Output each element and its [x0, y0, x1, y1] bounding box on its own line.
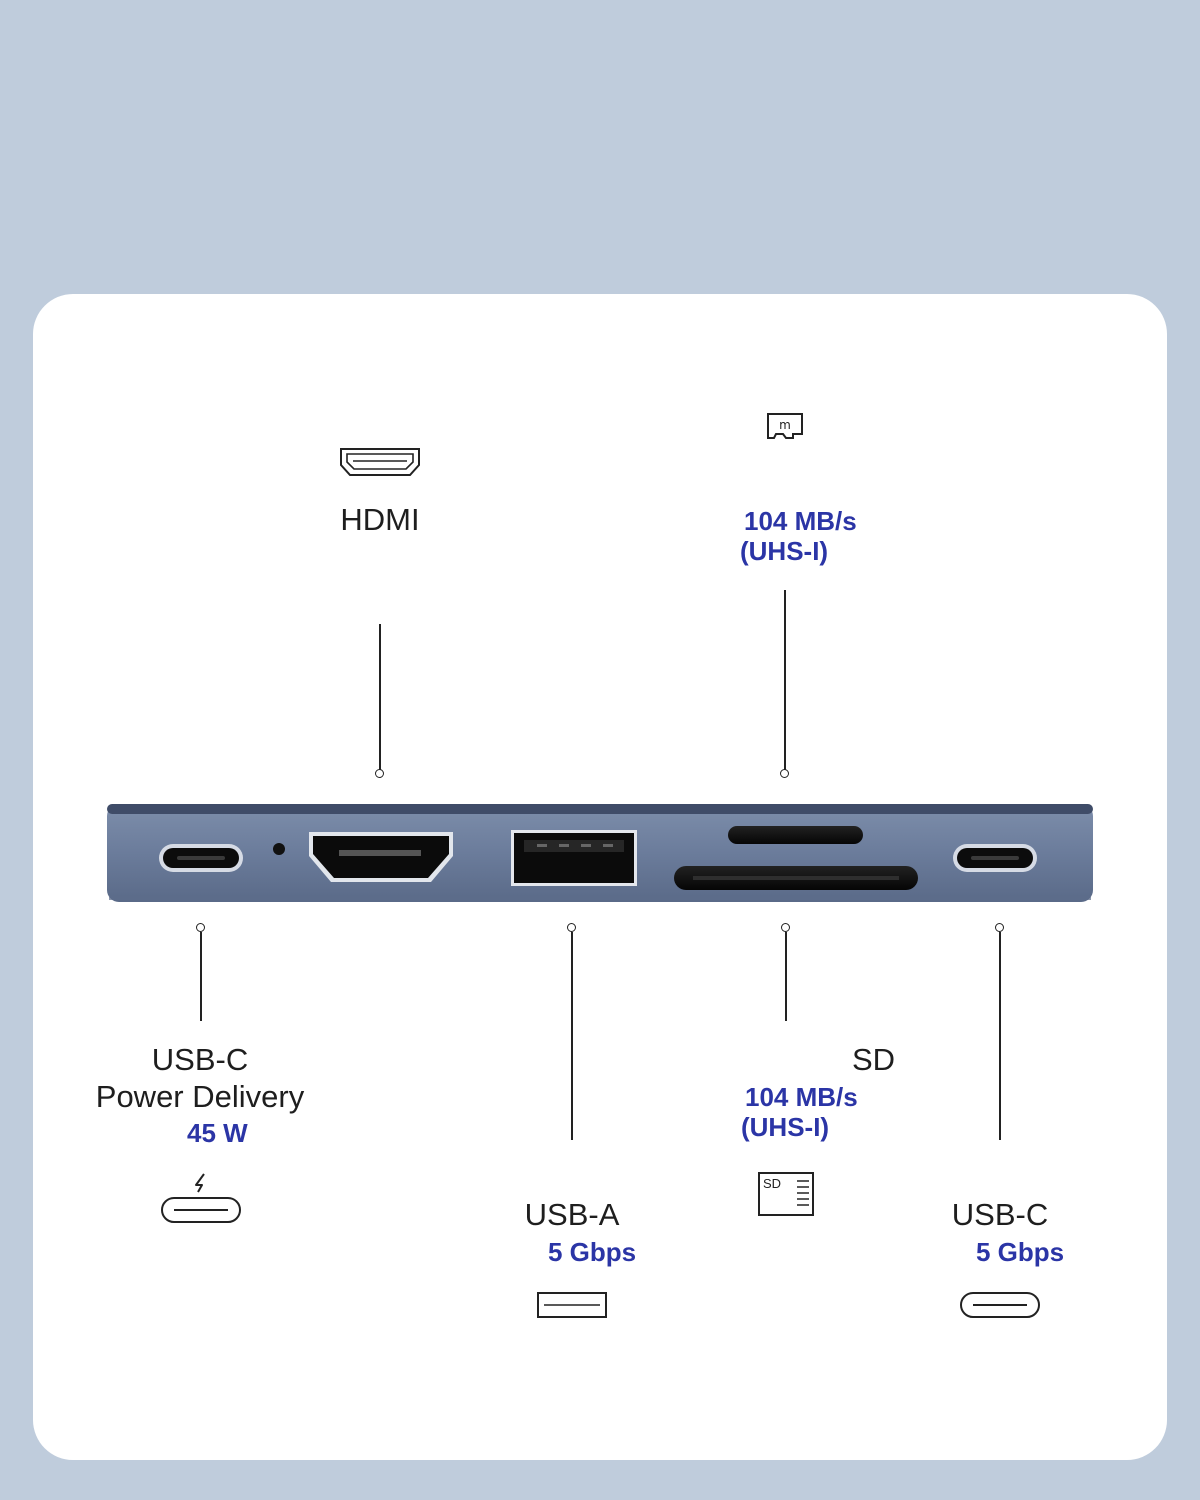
- hdmi-leader-dot: [375, 769, 384, 778]
- usb-c-icon: [959, 1291, 1041, 1319]
- usbc-pd-label: USB-C: [151, 1042, 249, 1077]
- svg-text:m: m: [779, 418, 791, 432]
- microsd-leader-line: [784, 590, 786, 770]
- usbc-data-spec: 5 Gbps: [976, 1237, 1065, 1267]
- hdmi-icon: [339, 447, 421, 477]
- usb-c-hub: [107, 804, 1093, 902]
- microsd-standard: (UHS-I): [740, 536, 829, 566]
- usb-a-icon: [536, 1291, 608, 1321]
- microsd-icon: m: [766, 412, 804, 442]
- usba-leader-line: [571, 932, 573, 1140]
- sd-standard: (UHS-I): [741, 1112, 830, 1142]
- status-led: [273, 843, 285, 855]
- sd-speed: 104 MB/s: [745, 1082, 858, 1112]
- usb-a-port: [511, 830, 637, 886]
- usbc-pd-sublabel: Power Delivery: [95, 1079, 305, 1114]
- hdmi-label: HDMI: [340, 502, 420, 537]
- usbc-pd-leader-dot: [196, 923, 205, 932]
- usbc-pd-leader-line: [200, 932, 202, 1021]
- hdmi-port: [309, 832, 453, 882]
- usbc-data-leader-line: [999, 932, 1001, 1140]
- usb-c-power-port: [159, 844, 243, 872]
- sd-leader-line: [785, 932, 787, 1021]
- usb-c-data-port: [953, 844, 1037, 872]
- usba-spec: 5 Gbps: [548, 1237, 637, 1267]
- usbc-data-leader-dot: [995, 923, 1004, 932]
- usba-label: USB-A: [524, 1197, 620, 1232]
- usbc-pd-spec: 45 W: [187, 1118, 248, 1148]
- sd-card-icon: SD: [757, 1171, 815, 1217]
- sd-label: SD: [852, 1042, 896, 1077]
- usbc-data-label: USB-C: [951, 1197, 1049, 1232]
- usba-leader-dot: [567, 923, 576, 932]
- microsd-speed: 104 MB/s: [744, 506, 857, 536]
- microsd-slot: [728, 826, 863, 844]
- hdmi-leader-line: [379, 624, 381, 770]
- usb-c-power-icon: [160, 1172, 242, 1226]
- microsd-leader-dot: [780, 769, 789, 778]
- sd-leader-dot: [781, 923, 790, 932]
- sd-slot: [674, 866, 918, 890]
- sd-card-icon-text: SD: [763, 1176, 782, 1191]
